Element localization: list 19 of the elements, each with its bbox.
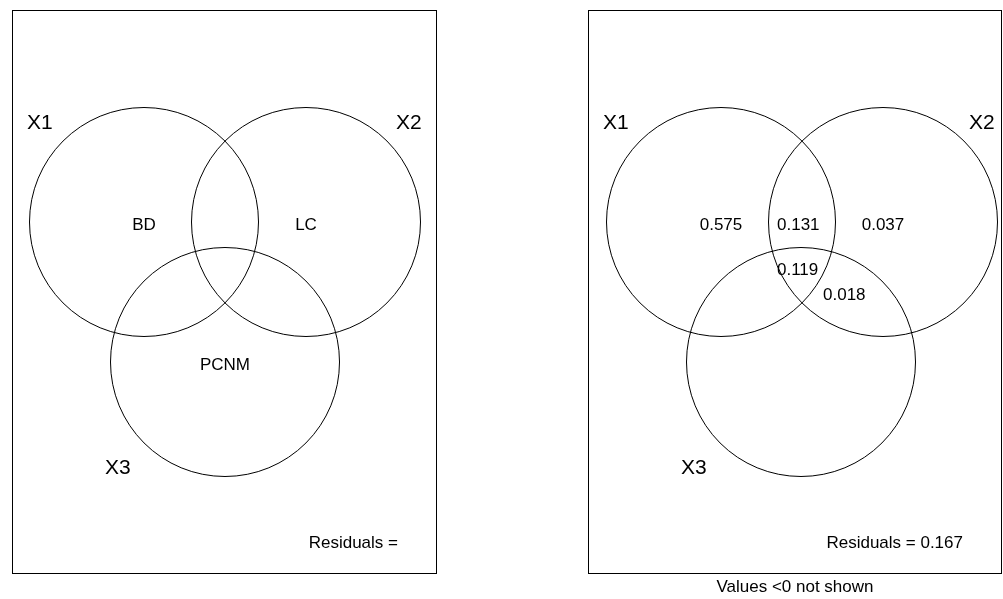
- value-label: 0.119: [777, 261, 819, 278]
- plot-panel: [12, 10, 437, 574]
- circle-label: 0.037: [861, 215, 905, 235]
- plot-panel: [588, 10, 1002, 574]
- set-label: X1: [603, 111, 629, 132]
- circle-label: 0.575: [699, 215, 743, 235]
- set-label: X2: [969, 111, 995, 132]
- set-label: X3: [105, 456, 131, 477]
- set-label: X1: [27, 111, 53, 132]
- value-label: 0.018: [823, 286, 866, 303]
- set-label: X3: [681, 456, 707, 477]
- residuals-label: Residuals =: [308, 533, 398, 553]
- residuals-label: Residuals = 0.167: [826, 533, 963, 553]
- circle-label: BD: [132, 215, 156, 235]
- circle-label: PCNM: [199, 355, 251, 375]
- value-label: 0.131: [777, 216, 820, 233]
- circle-label: LC: [295, 215, 317, 235]
- set-label: X2: [396, 111, 422, 132]
- caption: Values <0 not shown: [716, 577, 874, 596]
